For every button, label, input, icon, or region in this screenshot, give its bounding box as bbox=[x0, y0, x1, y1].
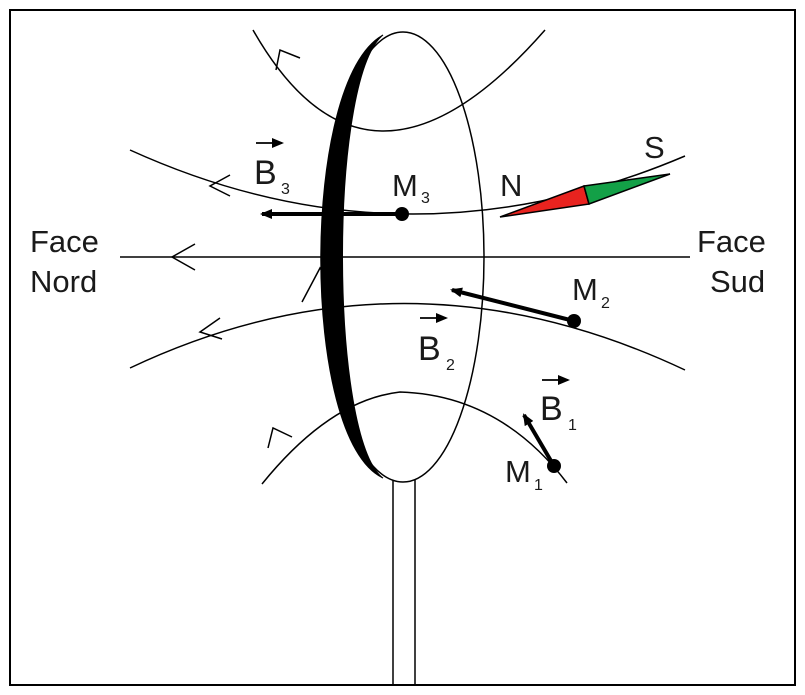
point-m1-index: 1 bbox=[534, 477, 543, 494]
point-m2-label: M bbox=[572, 272, 598, 307]
vector-b3-index: 3 bbox=[281, 181, 290, 198]
bottom-arrowhead bbox=[267, 426, 293, 449]
vector-b3-letter: B bbox=[254, 154, 277, 192]
vector-b1-index: 1 bbox=[568, 417, 577, 434]
compass-n-label: N bbox=[500, 168, 522, 203]
face-sud-line1: Face bbox=[697, 224, 766, 259]
vector-b1-label: B 1 bbox=[540, 375, 577, 434]
top-arrowhead bbox=[275, 48, 301, 71]
vector-b2-letter: B bbox=[418, 330, 441, 368]
compass-s-label: S bbox=[644, 130, 665, 165]
face-sud-line2: Sud bbox=[710, 264, 765, 299]
vector-b2-index: 2 bbox=[446, 357, 455, 374]
lower-arrowhead bbox=[198, 317, 223, 340]
face-nord-line2: Nord bbox=[30, 264, 97, 299]
vector-b3-label: B 3 bbox=[254, 138, 290, 198]
field-line-lower bbox=[129, 302, 686, 371]
face-nord-line1: Face bbox=[30, 224, 99, 259]
point-m2-index: 2 bbox=[601, 295, 610, 312]
vector-b1-letter: B bbox=[540, 390, 563, 428]
point-m2-dot bbox=[567, 314, 581, 328]
field-line-top bbox=[252, 29, 546, 132]
vector-b2-arrow bbox=[450, 287, 575, 323]
point-m1-dot bbox=[547, 459, 561, 473]
point-m3-dot bbox=[395, 207, 409, 221]
field-line-bottom bbox=[261, 391, 568, 485]
coil-front-edge bbox=[320, 34, 384, 479]
point-m3-index: 3 bbox=[421, 190, 430, 207]
coil-axis-chevron bbox=[301, 266, 343, 303]
point-m3-label: M bbox=[392, 168, 418, 203]
compass-south-half bbox=[583, 173, 671, 205]
figure-border bbox=[9, 9, 796, 686]
point-m1-label: M bbox=[505, 454, 531, 489]
vector-b1-arrow bbox=[522, 413, 556, 468]
vector-b2-label: B 2 bbox=[418, 313, 455, 374]
axis-arrowhead bbox=[170, 243, 196, 271]
upper-arrowhead bbox=[208, 174, 231, 197]
